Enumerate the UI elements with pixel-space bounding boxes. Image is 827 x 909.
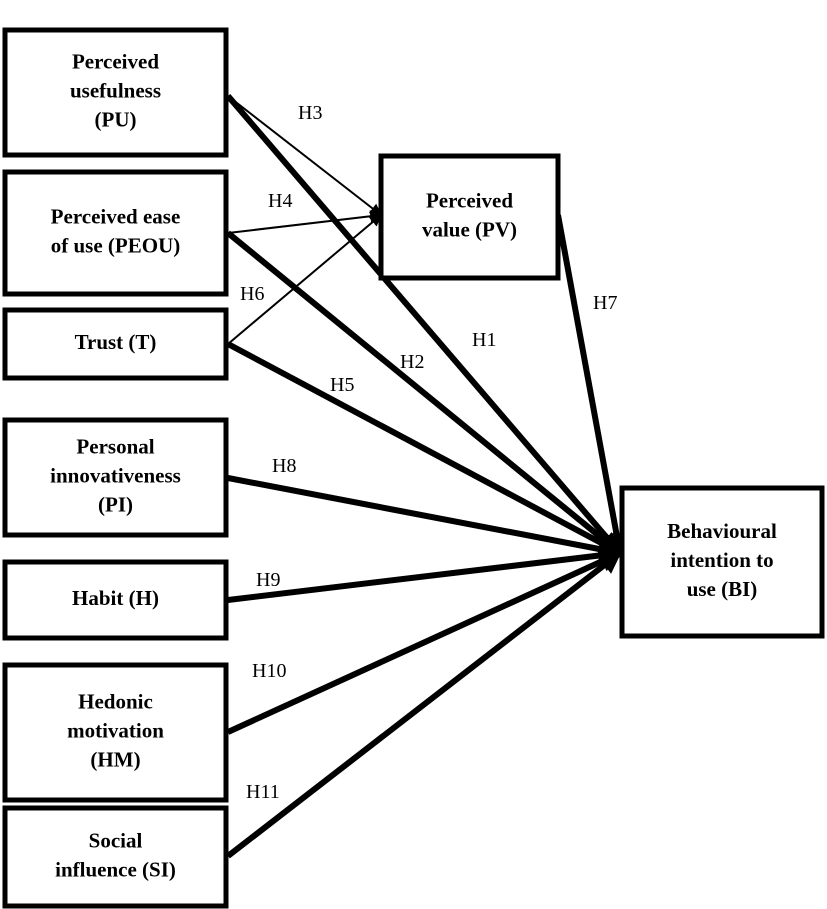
construct-hm: Hedonic motivation (HM) (2, 662, 229, 803)
label-h9: H9 (256, 569, 280, 591)
construct-bi-label-line: use (BI) (687, 577, 758, 601)
construct-pu: Perceived usefulness (PU) (2, 27, 229, 158)
label-h4: H4 (268, 190, 292, 212)
construct-pv: Perceived value (PV) (378, 153, 561, 281)
path-h8-arrow (227, 475, 623, 561)
construct-pu-label-line: usefulness (70, 78, 161, 102)
construct-pu-box (2, 27, 229, 158)
construct-bi-label-line: Behavioural (667, 519, 777, 543)
path-h6-arrow (227, 214, 382, 345)
path-h2-arrow (226, 230, 622, 556)
construct-peou-box (2, 169, 229, 297)
construct-si: Social influence (SI) (2, 805, 229, 909)
path-h10-arrow (226, 550, 623, 735)
path-h1-arrow (225, 94, 623, 555)
construct-h: Habit (H) (2, 559, 229, 641)
construct-bi-label-line: intention to (670, 548, 773, 572)
construct-hm-label-line: (HM) (90, 747, 140, 771)
label-h3: H3 (298, 102, 322, 124)
label-h7: H7 (593, 292, 617, 314)
construct-pv-box (378, 153, 561, 281)
label-h6: H6 (240, 283, 264, 305)
label-h8: H8 (272, 455, 296, 477)
construct-hm-box (2, 662, 229, 803)
path-h4-arrow (227, 210, 383, 234)
construct-t: Trust (T) (2, 307, 229, 381)
construct-t-label-line: Trust (T) (75, 330, 157, 354)
construct-pu-label-line: (PU) (95, 107, 137, 131)
path-h9-arrow (227, 544, 623, 603)
label-h5: H5 (330, 374, 354, 396)
label-h2: H2 (400, 351, 424, 373)
construct-pv-label-line: value (PV) (422, 217, 517, 241)
construct-si-box (2, 805, 229, 909)
construct-t-box (2, 307, 229, 381)
construct-pi-label-line: Personal (76, 434, 154, 458)
path-h5-arrow (226, 341, 622, 556)
construct-bi-box (619, 485, 825, 639)
hypothesis-paths (225, 94, 628, 859)
label-h1: H1 (472, 329, 496, 351)
construct-h-label-line: Habit (H) (72, 586, 159, 610)
construct-si-label-line: Social (89, 828, 143, 852)
construct-h-box (2, 559, 229, 641)
construct-pi-label-line: (PI) (98, 492, 133, 516)
label-h11: H11 (246, 781, 280, 803)
construct-pi-label-line: innovativeness (50, 463, 181, 487)
construct-si-label-line: influence (SI) (55, 857, 176, 881)
label-h10: H10 (252, 660, 286, 682)
construct-bi: Behavioural intention to use (BI) (619, 485, 825, 639)
construct-peou-label-line: Perceived ease (51, 204, 181, 228)
construct-pu-label-line: Perceived (72, 49, 159, 73)
construct-pv-label-line: Perceived (426, 188, 513, 212)
path-h7-arrow (555, 214, 628, 556)
path-h3-arrow (227, 95, 382, 216)
path-h11-arrow (226, 550, 622, 859)
construct-boxes: Perceived usefulness (PU) Perceived ease of … (2, 27, 825, 909)
construct-hm-label-line: Hedonic (78, 689, 153, 713)
construct-peou: Perceived ease of use (PEOU) (2, 169, 229, 297)
construct-hm-label-line: motivation (67, 718, 164, 742)
construct-peou-label-line: of use (PEOU) (51, 233, 181, 257)
construct-pi: Personal innovativeness (PI) (2, 417, 229, 538)
construct-pi-box (2, 417, 229, 538)
